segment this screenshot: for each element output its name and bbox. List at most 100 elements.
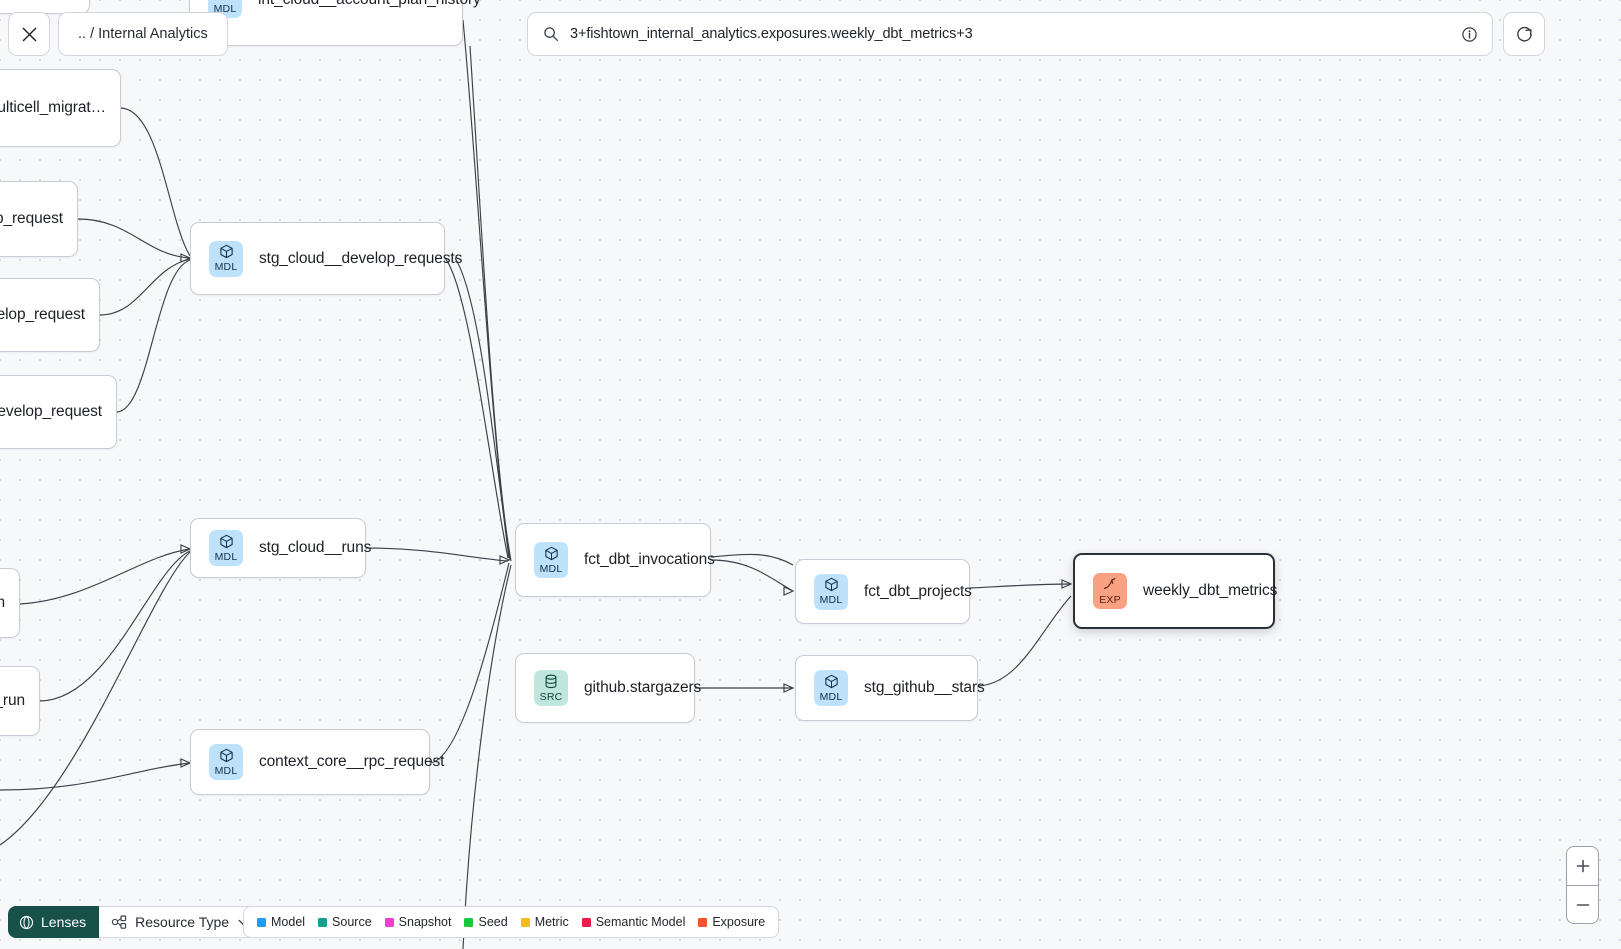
legend-item[interactable]: Semantic Model: [581, 915, 686, 929]
node-label: multicell_migrat…: [0, 99, 106, 116]
database-icon: [544, 674, 558, 691]
lineage-node[interactable]: EXP weekly_dbt_metrics: [1073, 553, 1278, 629]
node-label: int_cloud__account_plan_history: [258, 0, 481, 9]
nodes-icon: [111, 915, 127, 929]
zoom-out-button[interactable]: [1567, 885, 1598, 923]
refresh-icon: [1516, 26, 1532, 41]
legend-swatch: [520, 917, 530, 927]
node-type-abbr: MDL: [214, 550, 238, 563]
legend-item[interactable]: Snapshot: [384, 915, 452, 929]
legend-swatch: [257, 917, 266, 927]
legend-label: Metric: [534, 915, 569, 929]
node-type-abbr: MDL: [539, 562, 563, 575]
lineage-node[interactable]: MDL stg_cloud__runs: [190, 518, 371, 578]
close-icon: [21, 26, 37, 42]
legend-swatch: [581, 917, 591, 927]
breadcrumb[interactable]: .. / Internal Analytics: [58, 12, 228, 56]
node-label: stg_cloud__runs: [259, 539, 372, 556]
legend-item[interactable]: Model: [257, 915, 305, 929]
node-type-abbr: MDL: [819, 594, 843, 607]
node-label: stg_cloud__develop_requests: [259, 249, 463, 267]
node-label: p_request: [0, 210, 63, 227]
node-label: velop_request: [0, 306, 85, 323]
lineage-node[interactable]: MDL stg_cloud__develop_requests: [190, 222, 462, 295]
search-input[interactable]: 3+fishtown_internal_analytics.exposures.…: [570, 26, 973, 42]
cube-icon: [219, 748, 234, 765]
lineage-node[interactable]: SRC github.stargazers: [515, 653, 701, 723]
legend-swatch: [698, 917, 708, 927]
node-type-abbr: MDL: [214, 764, 238, 777]
node-type-badge-exp: EXP: [1093, 573, 1127, 609]
resource-type-dropdown[interactable]: Resource Type: [99, 906, 263, 938]
zoom-in-button[interactable]: [1567, 847, 1598, 885]
lenses-label: Lenses: [41, 914, 87, 930]
legend-item[interactable]: Metric: [520, 915, 569, 929]
lineage-node[interactable]: MDL int_cloud__account_plan_history: [189, 0, 481, 46]
legend-label: Model: [271, 915, 306, 929]
node-label: _develop_request: [0, 403, 102, 420]
lineage-node[interactable]: p_request: [0, 181, 78, 257]
zoom-controls: [1566, 846, 1599, 924]
cube-icon: [544, 546, 559, 563]
lineage-node[interactable]: _run: [0, 666, 40, 736]
legend-label: Semantic Model: [595, 915, 686, 929]
node-type-abbr: SRC: [539, 690, 563, 703]
node-type-badge-src: SRC: [534, 670, 568, 706]
node-type-badge-mdl: MDL: [209, 744, 243, 780]
legend-swatch: [464, 917, 474, 927]
lineage-node[interactable]: MDL fct_dbt_projects: [795, 559, 972, 624]
cube-icon: [824, 577, 839, 594]
legend-item[interactable]: Source: [318, 915, 372, 929]
lineage-node[interactable]: _develop_request: [0, 375, 117, 449]
node-label: stg_github__stars: [864, 679, 985, 696]
node-type-abbr: MDL: [214, 261, 238, 274]
node-type-badge-mdl: MDL: [209, 530, 243, 566]
lineage-node[interactable]: MDL context_core__rpc_request: [190, 729, 444, 795]
legend-item[interactable]: Exposure: [698, 915, 765, 929]
node-label: n: [0, 594, 5, 611]
node-type-abbr: MDL: [819, 690, 843, 703]
node-label: snapshot_daily: [0, 0, 75, 1]
node-label: context_core__rpc_request: [259, 753, 445, 770]
node-label: weekly_dbt_metrics: [1143, 582, 1278, 599]
cube-icon: [219, 534, 234, 551]
plus-icon: [1576, 859, 1589, 873]
node-type-abbr: EXP: [1099, 593, 1121, 606]
legend-label: Source: [332, 915, 372, 929]
lenses-button[interactable]: Lenses: [8, 906, 100, 938]
node-type-badge-mdl: MDL: [814, 573, 848, 610]
lineage-node[interactable]: velop_request: [0, 278, 100, 352]
legend-swatch: [384, 917, 394, 927]
minus-icon: [1576, 903, 1589, 906]
node-label: github.stargazers: [584, 679, 702, 696]
bottom-toolbar: Lenses Resource Type: [8, 906, 263, 938]
node-label: fct_dbt_invocations: [584, 551, 715, 568]
legend-label: Seed: [478, 915, 508, 929]
resource-type-legend: Model Source Snapshot Seed Metric Semantic Mo…: [243, 906, 780, 938]
node-type-abbr: MDL: [213, 2, 237, 15]
search-icon: [544, 27, 559, 42]
legend-label: Exposure: [712, 915, 766, 929]
node-type-badge-mdl: MDL: [209, 240, 243, 277]
lineage-node[interactable]: MDL stg_github__stars: [795, 655, 985, 721]
node-label: fct_dbt_projects: [864, 582, 972, 600]
lineage-node[interactable]: multicell_migrat…: [0, 69, 121, 147]
chart-line-icon: [1103, 577, 1118, 594]
resource-type-label: Resource Type: [135, 914, 230, 930]
lineage-node[interactable]: MDL fct_dbt_invocations: [515, 523, 715, 597]
info-icon[interactable]: [1461, 26, 1478, 43]
lineage-search-bar[interactable]: 3+fishtown_internal_analytics.exposures.…: [527, 12, 1493, 56]
close-button[interactable]: [8, 12, 50, 56]
cube-icon: [219, 244, 234, 261]
lens-icon: [19, 915, 34, 929]
breadcrumb-label: .. / Internal Analytics: [78, 26, 208, 42]
lineage-node[interactable]: n: [0, 568, 20, 638]
node-label: _run: [0, 692, 25, 709]
legend-item[interactable]: Seed: [464, 915, 508, 929]
legend-swatch: [318, 917, 328, 927]
legend-label: Snapshot: [398, 915, 452, 929]
refresh-button[interactable]: [1503, 12, 1545, 56]
node-type-badge-mdl: MDL: [534, 542, 568, 578]
